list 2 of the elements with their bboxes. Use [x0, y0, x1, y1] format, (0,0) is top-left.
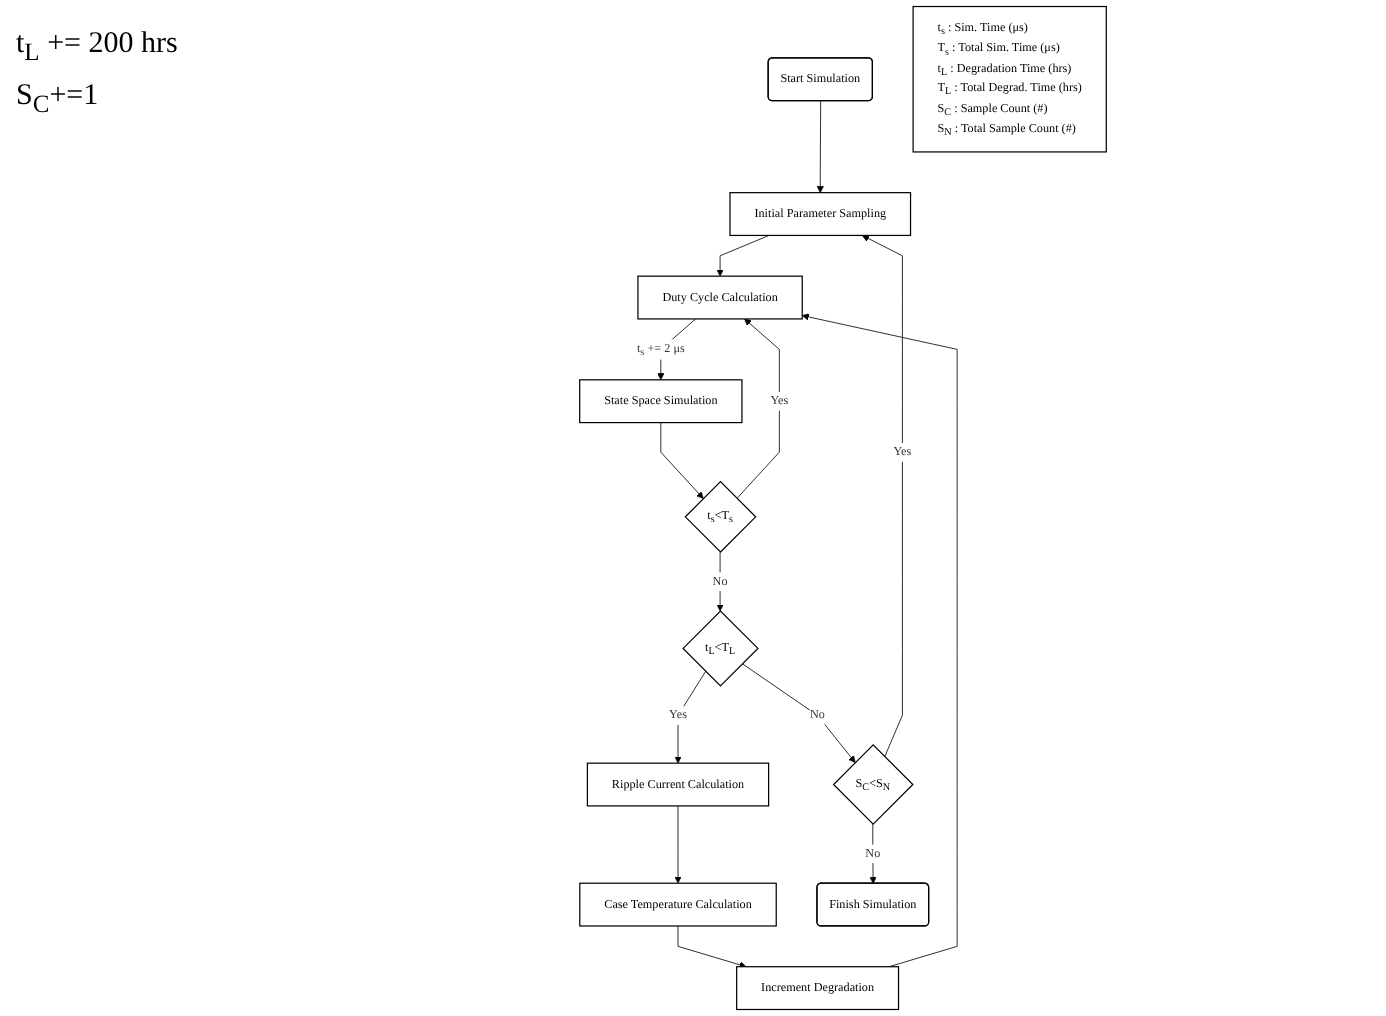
- note-text: S$_{C}$+=1: [16, 80, 101, 120]
- note-text: t$_{L}$ += 200 hrs: [16, 28, 180, 68]
